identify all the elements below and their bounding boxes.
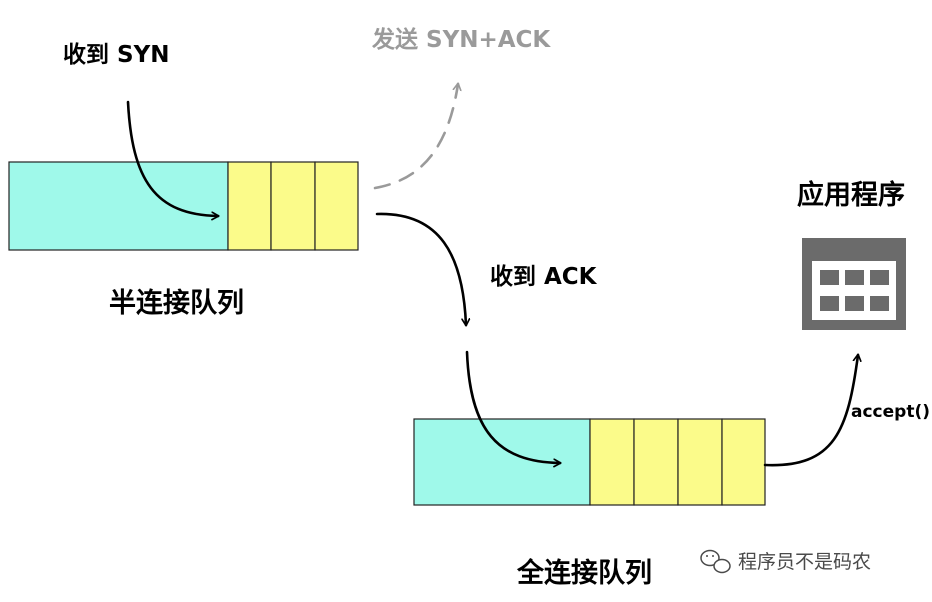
recv-ack-label: 收到 ACK xyxy=(490,263,598,290)
full-queue-filled-area xyxy=(413,418,591,506)
half-queue-slot xyxy=(270,161,316,251)
enqueue-full-arrow xyxy=(465,350,560,463)
half-connection-queue xyxy=(8,161,359,251)
half-queue-slot xyxy=(314,161,359,251)
full-queue-label: 全连接队列 xyxy=(516,557,652,589)
half-queue-filled-area xyxy=(8,161,229,251)
recv-syn-label: 收到 SYN xyxy=(63,41,169,68)
wechat-icon xyxy=(700,549,731,574)
accept-label: accept() xyxy=(851,402,930,422)
half-queue-label: 半连接队列 xyxy=(109,287,244,319)
recv-syn-arrow xyxy=(126,100,218,216)
full-queue-slot xyxy=(721,418,766,506)
full-connection-queue xyxy=(413,418,766,506)
send-synack-arrow xyxy=(373,84,458,190)
app-label: 应用程序 xyxy=(797,179,905,211)
watermark-label: 程序员不是码农 xyxy=(738,551,871,573)
send-synack-label: 发送 SYN+ACK xyxy=(371,26,551,53)
full-queue-slot xyxy=(589,418,635,506)
application-window-icon xyxy=(802,238,906,330)
accept-arrow xyxy=(763,355,858,467)
half-queue-slot xyxy=(227,161,272,251)
full-queue-slot xyxy=(633,418,679,506)
full-queue-slot xyxy=(677,418,723,506)
recv-ack-arrow xyxy=(375,212,466,325)
